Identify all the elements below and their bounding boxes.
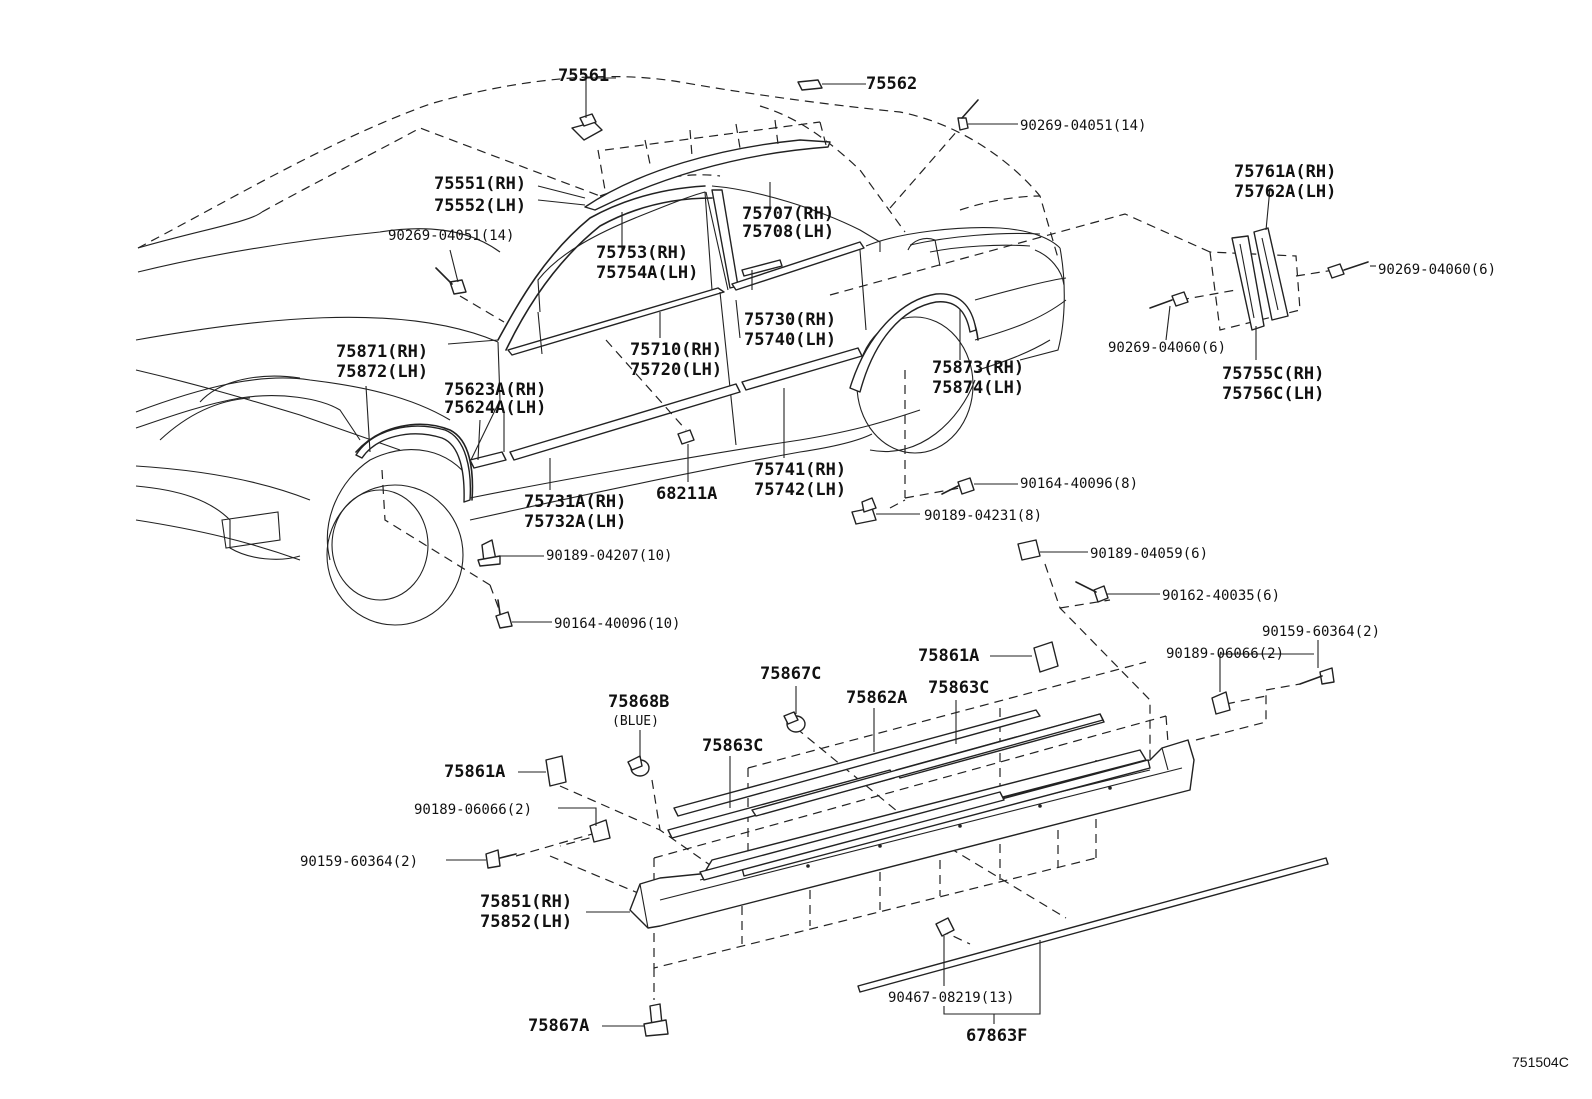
callout-leaders	[365, 77, 1376, 1027]
label-90189-04231: 90189-04231(8)	[924, 508, 1043, 524]
label-75710-rh: 75710(RH)	[630, 340, 723, 360]
label-75742-lh: 75742(LH)	[754, 480, 847, 500]
label-75753-rh: 75753(RH)	[596, 243, 689, 263]
label-75861a-top: 75861A	[918, 646, 980, 666]
label-68211a: 68211A	[656, 484, 718, 504]
label-90269-04051-top: 90269-04051(14)	[1020, 118, 1147, 134]
label-75741-rh: 75741(RH)	[754, 460, 847, 480]
label-75873-rh: 75873(RH)	[932, 358, 1025, 378]
label-75756c-lh: 75756C(LH)	[1222, 384, 1325, 404]
label-75552-lh: 75552(LH)	[434, 196, 527, 216]
label-75867a: 75867A	[528, 1016, 590, 1036]
label-90189-06066-right: 90189-06066(2)	[1166, 646, 1285, 662]
label-75861a-left: 75861A	[444, 762, 506, 782]
label-75740-lh: 75740(LH)	[744, 330, 837, 350]
label-75851-rh: 75851(RH)	[480, 892, 573, 912]
label-75562: 75562	[866, 74, 918, 94]
label-75707-rh: 75707(RH)	[742, 204, 835, 224]
label-75761a-rh: 75761A(RH)	[1234, 162, 1337, 182]
label-90162-40035: 90162-40035(6)	[1162, 588, 1281, 604]
label-75863c-left: 75863C	[702, 736, 764, 756]
label-75868b-note: (BLUE)	[612, 714, 659, 729]
label-75871-rh: 75871(RH)	[336, 342, 429, 362]
dashed-leaders	[381, 119, 1335, 1000]
label-75731a-rh: 75731A(RH)	[524, 492, 627, 512]
label-75874-lh: 75874(LH)	[932, 378, 1025, 398]
label-75867c: 75867C	[760, 664, 822, 684]
label-90159-60364-right: 90159-60364(2)	[1262, 624, 1381, 640]
label-90467-08219: 90467-08219(13)	[888, 990, 1015, 1006]
label-90164-40096-10: 90164-40096(10)	[554, 616, 681, 632]
label-75872-lh: 75872(LH)	[336, 362, 429, 382]
label-75755c-rh: 75755C(RH)	[1222, 364, 1325, 384]
label-75863c-top: 75863C	[928, 678, 990, 698]
label-75732a-lh: 75732A(LH)	[524, 512, 627, 532]
label-75624a-lh: 75624A(LH)	[444, 398, 547, 418]
label-67863f: 67863F	[966, 1026, 1028, 1046]
label-75862a: 75862A	[846, 688, 908, 708]
diagram-code: 751504C	[1512, 1054, 1569, 1070]
label-75708-lh: 75708(LH)	[742, 222, 835, 242]
label-90269-04060-left: 90269-04060(6)	[1108, 340, 1227, 356]
car-body-outline	[135, 75, 1067, 626]
label-75754a-lh: 75754A(LH)	[596, 263, 699, 283]
label-90159-60364-left: 90159-60364(2)	[300, 854, 419, 870]
label-75551-rh: 75551(RH)	[434, 174, 527, 194]
fasteners	[435, 79, 1369, 1037]
label-90164-40096-8: 90164-40096(8)	[1020, 476, 1139, 492]
label-75561: 75561	[558, 66, 610, 86]
rocker-panel-assembly	[629, 709, 1329, 993]
label-90189-06066-left: 90189-06066(2)	[414, 802, 533, 818]
label-75762a-lh: 75762A(LH)	[1234, 182, 1337, 202]
pillar-garnish	[1231, 227, 1289, 331]
label-90269-04051-left: 90269-04051(14)	[388, 228, 515, 244]
label-90189-04059: 90189-04059(6)	[1090, 546, 1209, 562]
label-75868b: 75868B	[608, 692, 670, 712]
label-75730-rh: 75730(RH)	[744, 310, 837, 330]
label-90269-04060-right: 90269-04060(6)	[1378, 262, 1497, 278]
label-75623a-rh: 75623A(RH)	[444, 380, 547, 400]
label-90189-04207: 90189-04207(10)	[546, 548, 673, 564]
label-75720-lh: 75720(LH)	[630, 360, 723, 380]
label-75852-lh: 75852(LH)	[480, 912, 573, 932]
